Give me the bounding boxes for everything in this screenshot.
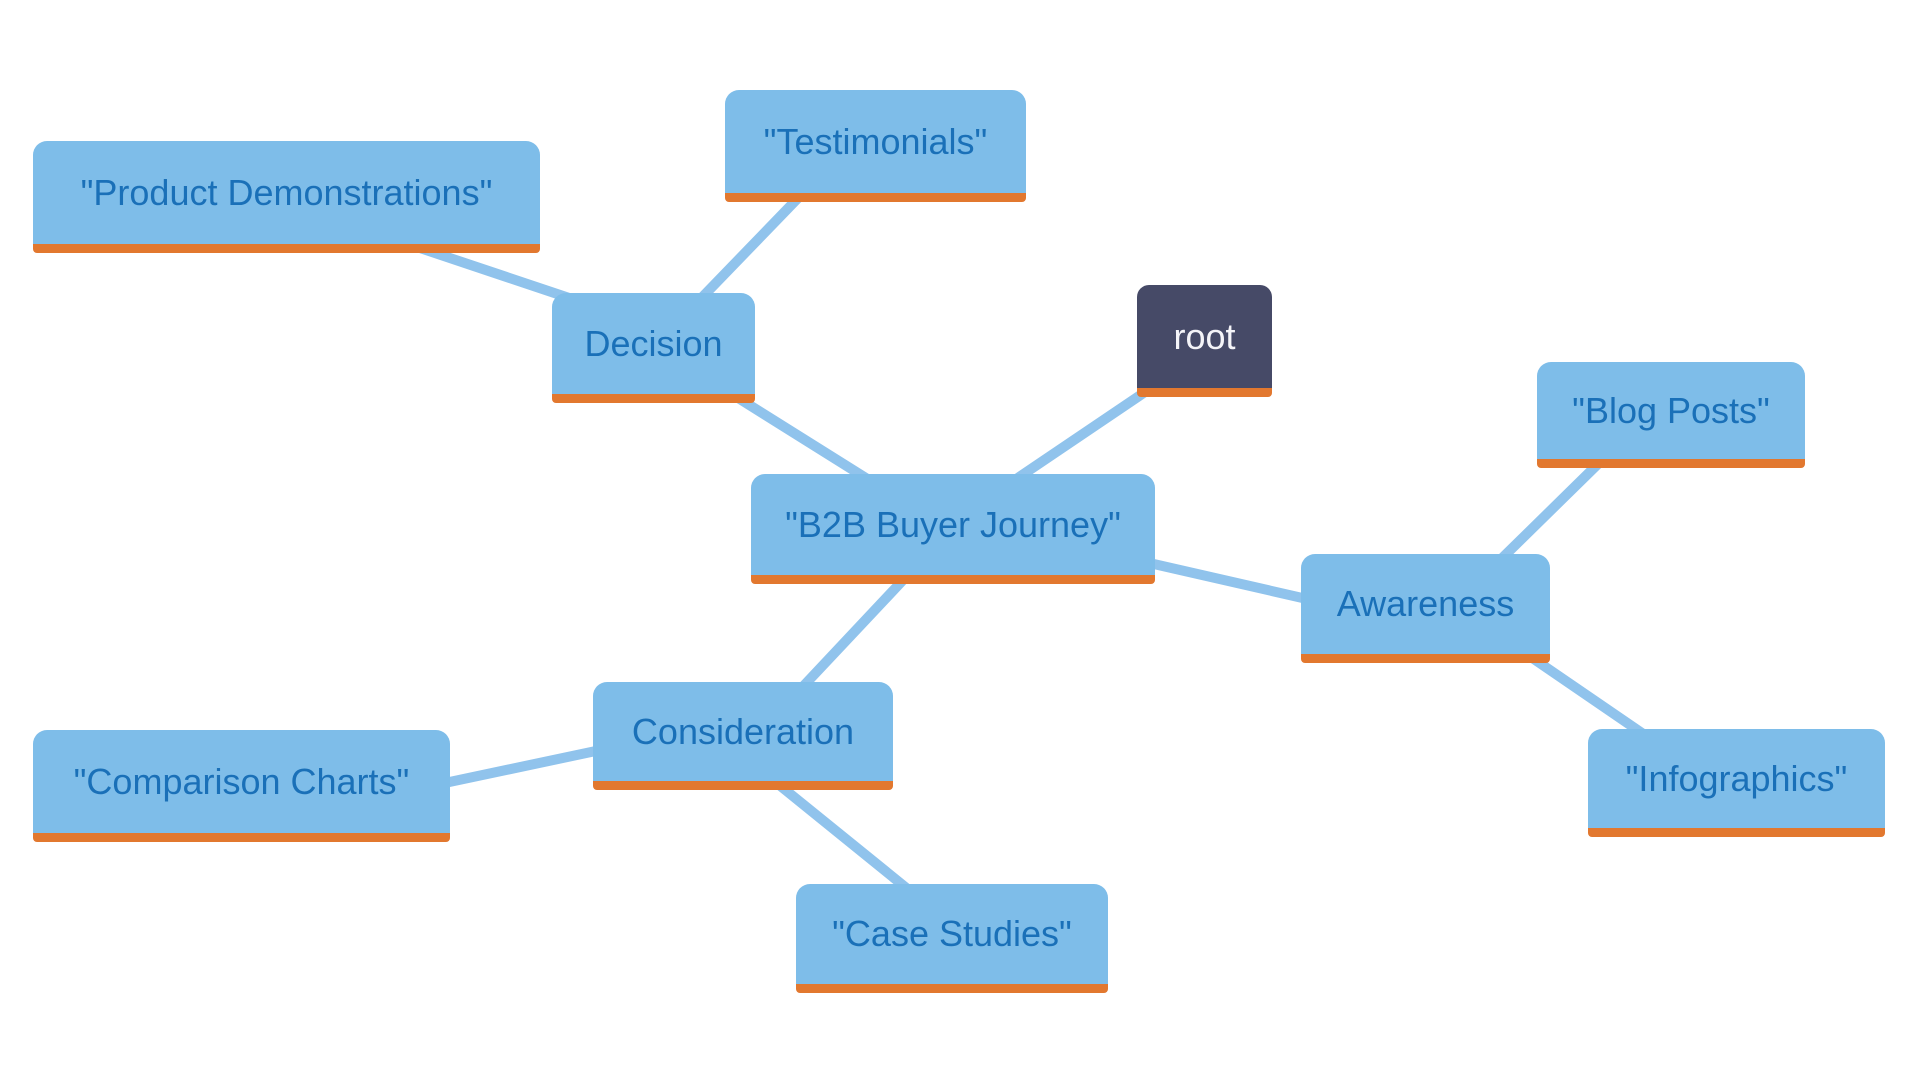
node-decision: Decision [552, 293, 755, 403]
node-root: root [1137, 285, 1272, 397]
node-product-demonstrations: "Product Demonstrations" [33, 141, 540, 253]
edge-root-center [995, 385, 1153, 495]
node-infographics: "Infographics" [1588, 729, 1885, 837]
edge-awareness-blog-posts [1485, 457, 1605, 575]
node-awareness: Awareness [1301, 554, 1550, 663]
node-case-studies: "Case Studies" [796, 884, 1108, 993]
node-blog-posts: "Blog Posts" [1537, 362, 1805, 468]
edge-center-awareness [1140, 557, 1325, 607]
node-b2b-buyer-journey: "B2B Buyer Journey" [751, 474, 1155, 584]
node-consideration: Consideration [593, 682, 893, 790]
edge-center-consideration [790, 573, 910, 700]
edge-consideration-case-studies [773, 779, 920, 900]
edge-consideration-comparison-charts [435, 743, 615, 789]
node-testimonials: "Testimonials" [725, 90, 1026, 202]
node-comparison-charts: "Comparison Charts" [33, 730, 450, 842]
edge-awareness-infographics [1523, 650, 1660, 747]
